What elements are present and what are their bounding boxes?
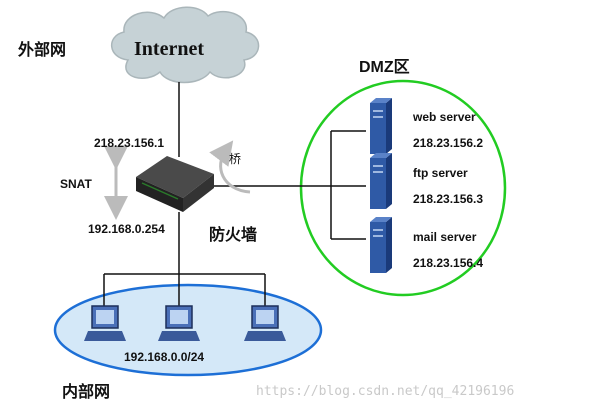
external-network-label: 外部网 — [17, 40, 66, 59]
internet-label: Internet — [134, 38, 204, 60]
external-ip-label: 218.23.156.1 — [94, 136, 164, 150]
snat-label: SNAT — [60, 177, 92, 191]
web-server-ip: 218.23.156.2 — [413, 136, 483, 150]
pc-left-icon — [84, 305, 126, 341]
mail-server-icon — [370, 217, 392, 273]
mail-server-label: mail server — [413, 230, 477, 244]
web-server-label: web server — [412, 110, 476, 124]
internet-cloud-icon — [111, 6, 260, 84]
network-links — [103, 82, 366, 312]
pc-middle-icon — [158, 305, 200, 341]
bridge-arrow-icon — [209, 140, 251, 194]
ftp-server-icon — [370, 153, 392, 209]
ftp-server-ip: 218.23.156.3 — [413, 192, 483, 206]
ftp-server-label: ftp server — [413, 166, 468, 180]
firewall-label: 防火墙 — [209, 225, 257, 244]
firewall-icon — [136, 156, 214, 212]
internal-ip-label: 192.168.0.254 — [88, 222, 165, 236]
bridge-label: 桥 — [229, 152, 241, 166]
subnet-label: 192.168.0.0/24 — [124, 350, 204, 364]
internal-network-label: 内部网 — [62, 382, 110, 401]
dmz-zone — [299, 79, 507, 297]
watermark-text: https://blog.csdn.net/qq_42196196 — [256, 384, 514, 399]
pc-right-icon — [244, 305, 286, 341]
mail-server-ip: 218.23.156.4 — [413, 256, 483, 270]
dmz-label: DMZ区 — [359, 58, 410, 76]
web-server-icon — [370, 98, 392, 154]
